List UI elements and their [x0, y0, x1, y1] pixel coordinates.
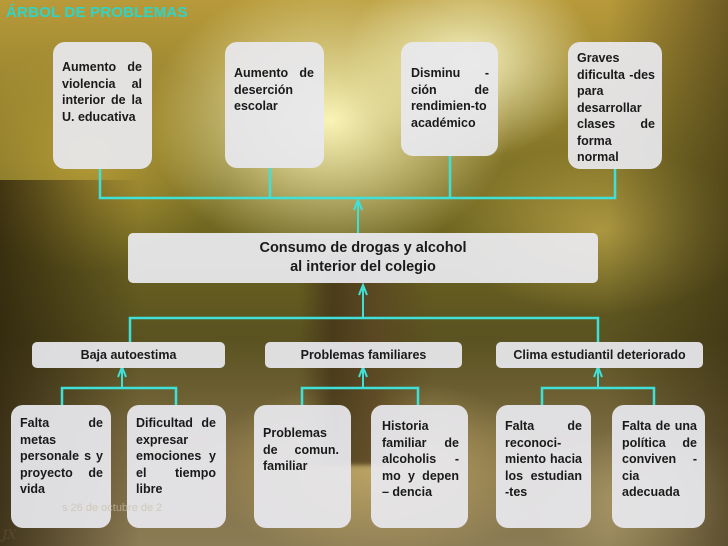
- subcause-text-4: Historia familiar de alcoholis -mo y dep…: [382, 419, 459, 499]
- cause-box-2: Problemas familiares: [265, 342, 462, 368]
- effects-connector: [98, 155, 617, 200]
- effects-arrow: [353, 197, 363, 233]
- subcause-box-2: Dificultad de expresar emociones y el ti…: [127, 405, 226, 528]
- subcause-box-3: Problemas de comun. familiar: [254, 405, 351, 528]
- effect-box-4: Graves dificulta -des para desarrollar c…: [568, 42, 662, 169]
- causes-arrow: [358, 282, 368, 318]
- central-problem-line2: al interior del colegio: [290, 259, 436, 275]
- subcauses-connector: [60, 386, 656, 405]
- subcause-text-5: Falta de reconoci-miento hacia los estud…: [505, 419, 582, 499]
- cause-text-3: Clima estudiantil deteriorado: [513, 348, 686, 362]
- subcause-box-4: Historia familiar de alcoholis -mo y dep…: [371, 405, 468, 528]
- effect-text-3: Disminu -ción de rendimien-to académico: [411, 66, 489, 130]
- subcause-text-6: Falta de una política de conviven -cia a…: [622, 419, 697, 499]
- cause-box-1: Baja autoestima: [32, 342, 225, 368]
- effect-box-1: Aumento de violencia al interior de la U…: [53, 42, 152, 169]
- central-problem-line1: Consumo de drogas y alcohol: [259, 240, 467, 256]
- central-problem-box: Consumo de drogas y alcohol al interior …: [128, 233, 598, 283]
- effect-box-3: Disminu -ción de rendimien-to académico: [401, 42, 498, 156]
- diagram-title: ÁRBOL DE PROBLEMAS: [6, 4, 188, 21]
- cause-text-1: Baja autoestima: [80, 348, 177, 362]
- subcause-box-6: Falta de una política de conviven -cia a…: [612, 405, 705, 528]
- subcause-box-5: Falta de reconoci-miento hacia los estud…: [496, 405, 591, 528]
- cause-text-2: Problemas familiares: [300, 348, 427, 362]
- subcause-text-2: Dificultad de expresar emociones y el ti…: [136, 416, 216, 496]
- watermark-logo: JX: [2, 528, 17, 543]
- cause-box-3: Clima estudiantil deteriorado: [496, 342, 703, 368]
- effect-text-2: Aumento de deserción escolar: [234, 66, 314, 113]
- effect-box-2: Aumento de deserción escolar: [225, 42, 324, 168]
- subcause-text-1: Falta de metas personale s y proyecto de…: [20, 416, 103, 496]
- cause-arrows: [117, 364, 603, 388]
- subcause-box-1: Falta de metas personale s y proyecto de…: [11, 405, 111, 528]
- effect-text-1: Aumento de violencia al interior de la U…: [62, 60, 142, 124]
- effect-text-4: Graves dificulta -des para desarrollar c…: [577, 51, 655, 164]
- slide-footer-date: s 26 de octubre de 2: [62, 502, 163, 514]
- subcause-text-3: Problemas de comun. familiar: [263, 426, 339, 473]
- causes-connector: [128, 316, 600, 342]
